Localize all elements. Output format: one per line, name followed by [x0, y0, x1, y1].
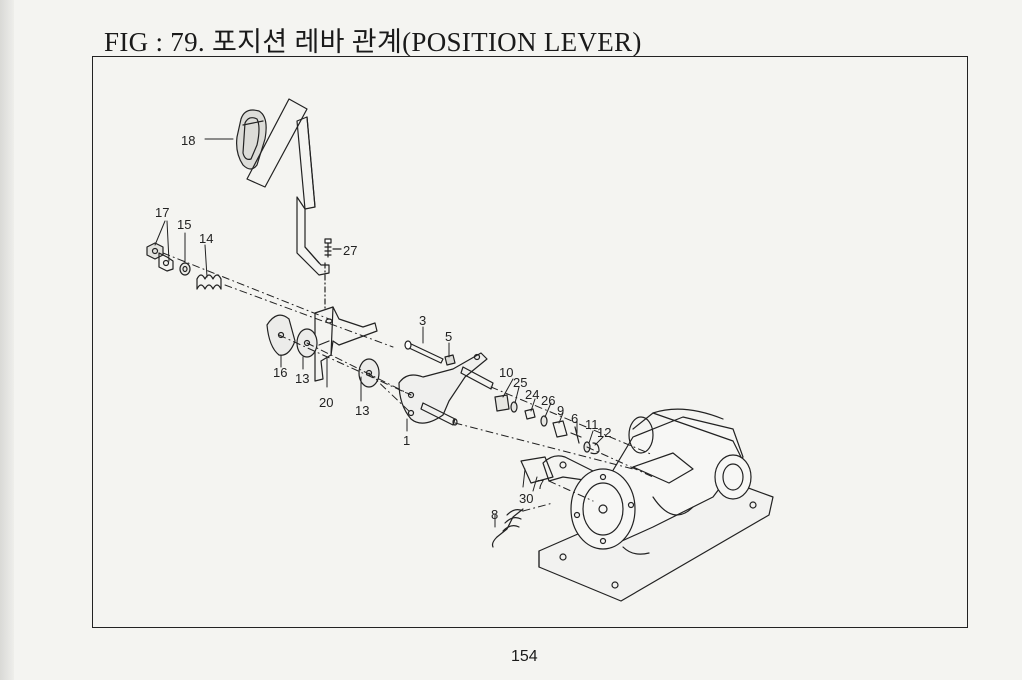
- callout-17: 17: [155, 205, 169, 220]
- part-27-screw: [324, 238, 342, 258]
- part-25-washer: [510, 401, 518, 413]
- exploded-diagram: 18 17 15 14 27 16 13 20 13 3 5 1 10 25 2…: [146, 98, 774, 602]
- callout-13-lower: 13: [355, 403, 369, 418]
- assembly-lines: [162, 252, 654, 512]
- figure-title: FIG : 79. 포지션 레바 관계(POSITION LEVER): [104, 27, 642, 57]
- callout-5: 5: [445, 329, 452, 344]
- callout-25: 25: [513, 375, 527, 390]
- callout-15: 15: [177, 217, 191, 232]
- callout-8: 8: [491, 507, 498, 522]
- part-18-lever-knob: [236, 109, 267, 170]
- callout-6: 6: [571, 411, 578, 426]
- part-20-lever-bracket: [314, 306, 378, 382]
- callout-26: 26: [541, 393, 555, 408]
- callout-1: 1: [403, 433, 410, 448]
- callout-13-upper: 13: [295, 371, 309, 386]
- part-30-cover: [520, 456, 554, 484]
- lever-pin: [420, 402, 458, 426]
- part-17-nut: [146, 242, 174, 272]
- callout-14: 14: [199, 231, 213, 246]
- part-24-spacer: [524, 408, 536, 420]
- part-8-spring: [491, 508, 524, 548]
- lever-grip-sheath: [246, 98, 308, 188]
- callout-3: 3: [419, 313, 426, 328]
- part-9-link: [552, 420, 568, 438]
- lever-pin-upper: [460, 366, 494, 390]
- page-number: 154: [511, 648, 538, 665]
- callout-30: 30: [519, 491, 533, 506]
- part-3-bolt: [404, 340, 444, 364]
- part-7-link-arm: [542, 455, 594, 482]
- transmission-housing: [538, 408, 774, 602]
- callout-16: 16: [273, 365, 287, 380]
- leader-lines: [154, 138, 604, 528]
- callout-9: 9: [557, 403, 564, 418]
- diagram-frame: 18 17 15 14 27 16 13 20 13 3 5 1 10 25 2…: [92, 56, 968, 628]
- part-16-plate: [266, 314, 296, 356]
- part-26-washer: [540, 415, 548, 427]
- position-lever: [296, 116, 330, 276]
- callout-11: 11: [585, 417, 599, 432]
- callout-24: 24: [525, 387, 539, 402]
- callout-7: 7: [537, 477, 544, 492]
- part-14-spring: [196, 274, 222, 290]
- callout-18: 18: [181, 133, 195, 148]
- part-5-nut: [444, 354, 456, 366]
- callout-20: 20: [319, 395, 333, 410]
- callout-10: 10: [499, 365, 513, 380]
- callout-labels: 18 17 15 14 27 16 13 20 13 3 5 1 10 25 2…: [155, 133, 611, 522]
- part-10-collar: [494, 394, 510, 412]
- callout-27: 27: [343, 243, 357, 258]
- callout-12: 12: [597, 425, 611, 440]
- part-6-pin: [570, 426, 582, 444]
- part-15-washer: [179, 262, 191, 276]
- scan-edge: [0, 0, 14, 680]
